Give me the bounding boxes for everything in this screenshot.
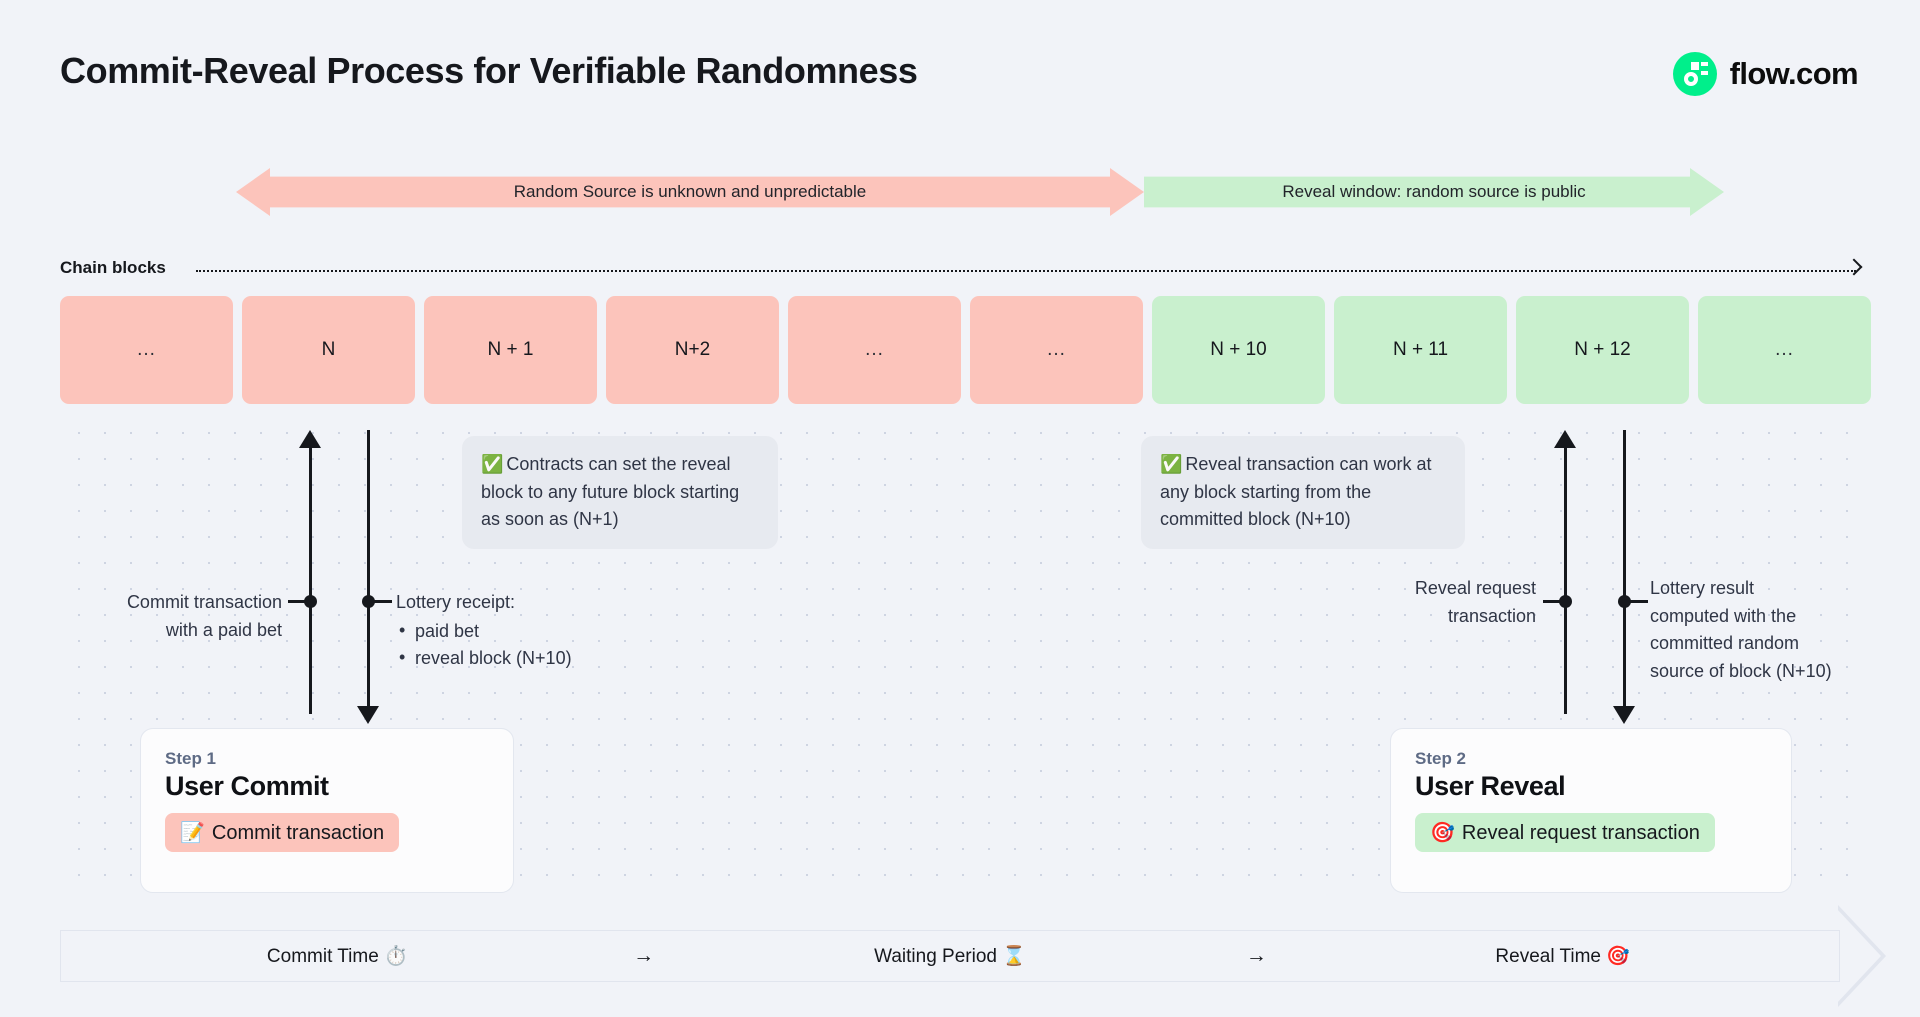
list-item: reveal block (N+10) bbox=[396, 644, 686, 673]
callout-contracts-reveal-block: ✅Contracts can set the reveal block to a… bbox=[462, 436, 778, 550]
block: N + 1 bbox=[424, 296, 597, 404]
receipt-arrow-line bbox=[367, 430, 370, 712]
annotation-reveal-request-line2: transaction bbox=[1447, 605, 1536, 626]
lottery-result-arrow-line bbox=[1623, 430, 1626, 712]
check-icon: ✅ bbox=[1160, 454, 1183, 474]
banner-unknown-source-label: Random Source is unknown and unpredictab… bbox=[513, 182, 867, 201]
commit-connector-stub bbox=[288, 600, 312, 603]
chain-blocks-label: Chain blocks bbox=[60, 258, 166, 277]
phase-separator-arrow-icon: → bbox=[1245, 944, 1267, 967]
annotation-receipt-title: Lottery receipt: bbox=[396, 592, 516, 612]
block: ... bbox=[1698, 296, 1871, 404]
callout-right-text: Reveal transaction can work at any block… bbox=[1160, 454, 1432, 530]
step-1-kicker: Step 1 bbox=[165, 749, 217, 768]
phase-commit-time: Commit Time ⏱️ bbox=[266, 946, 408, 967]
step-card-user-commit[interactable]: Step 1 User Commit 📝 Commit transaction bbox=[140, 728, 514, 893]
annotation-commit-transaction: Commit transaction with a paid bet bbox=[60, 589, 282, 644]
phase-separator-arrow-icon: → bbox=[633, 944, 655, 967]
annotation-lottery-result-line3: committed random bbox=[1650, 633, 1800, 654]
annotation-reveal-request: Reveal request transaction bbox=[1318, 575, 1536, 630]
annotation-lottery-result-line4: source of block (N+10) bbox=[1650, 660, 1832, 681]
lottery-result-arrow-down-icon bbox=[1613, 706, 1635, 724]
block: N + 11 bbox=[1334, 296, 1507, 404]
phase-timeline-bar: Commit Time ⏱️ → Waiting Period ⌛ → Reve… bbox=[60, 930, 1840, 982]
commit-transaction-pill-label: Commit transaction bbox=[211, 822, 385, 844]
banner-reveal-window-label: Reveal window: random source is public bbox=[1282, 182, 1586, 201]
banner-unknown-source: Random Source is unknown and unpredictab… bbox=[236, 168, 1144, 216]
flow-logo-icon bbox=[1672, 52, 1717, 96]
phase-reveal-time: Reveal Time 🎯 bbox=[1495, 946, 1630, 967]
callout-left-text: Contracts can set the reveal block to an… bbox=[481, 454, 740, 530]
reveal-request-transaction-pill[interactable]: 🎯 Reveal request transaction bbox=[1415, 813, 1715, 852]
block: N + 10 bbox=[1152, 296, 1325, 404]
chain-axis-arrow-icon bbox=[1845, 258, 1863, 276]
lottery-result-node-dot bbox=[1618, 595, 1631, 608]
reveal-request-node-dot bbox=[1559, 595, 1572, 608]
annotation-lottery-receipt: Lottery receipt: paid bet reveal block (… bbox=[396, 589, 686, 673]
block: N bbox=[242, 296, 415, 404]
commit-node-dot bbox=[304, 595, 317, 608]
receipt-connector-stub bbox=[368, 600, 392, 603]
step-2-kicker: Step 2 bbox=[1415, 749, 1467, 768]
receipt-arrow-down-icon bbox=[357, 706, 379, 724]
block: N + 12 bbox=[1516, 296, 1689, 404]
phase-waiting-period: Waiting Period ⌛ bbox=[874, 946, 1026, 967]
target-icon: 🎯 bbox=[1430, 822, 1455, 844]
reveal-request-arrow-line bbox=[1564, 448, 1567, 714]
annotation-reveal-request-line1: Reveal request bbox=[1414, 578, 1536, 598]
block: ... bbox=[60, 296, 233, 404]
annotation-receipt-list: paid bet reveal block (N+10) bbox=[396, 617, 686, 673]
annotation-lottery-result-line2: computed with the bbox=[1650, 605, 1797, 626]
annotation-lottery-result-line1: Lottery result bbox=[1650, 578, 1755, 598]
step-card-user-reveal[interactable]: Step 2 User Reveal 🎯 Reveal request trans… bbox=[1390, 728, 1792, 893]
step-1-title: User Commit bbox=[165, 771, 329, 801]
chain-blocks-row: ... N N + 1 N+2 ... ... N + 10 N + 11 N … bbox=[60, 296, 1871, 404]
annotation-lottery-result: Lottery result computed with the committ… bbox=[1650, 575, 1890, 685]
receipt-node-dot bbox=[362, 595, 375, 608]
reveal-request-transaction-pill-label: Reveal request transaction bbox=[1461, 822, 1700, 844]
block: N+2 bbox=[606, 296, 779, 404]
block: ... bbox=[788, 296, 961, 404]
reveal-request-arrow-up-icon bbox=[1554, 430, 1576, 448]
brand-name: flow.com bbox=[1729, 56, 1859, 91]
list-item: paid bet bbox=[396, 617, 686, 646]
annotation-commit-line2: with a paid bet bbox=[165, 619, 282, 640]
block: ... bbox=[970, 296, 1143, 404]
check-icon: ✅ bbox=[481, 454, 504, 474]
commit-transaction-pill[interactable]: 📝 Commit transaction bbox=[165, 813, 400, 852]
banner-reveal-window: Reveal window: random source is public bbox=[1144, 168, 1724, 216]
timeline-arrow-inner-icon bbox=[1836, 908, 1881, 1004]
brand-logo: flow.com bbox=[1672, 52, 1859, 96]
chain-axis-line bbox=[196, 270, 1856, 272]
callout-reveal-transaction-window: ✅Reveal transaction can work at any bloc… bbox=[1141, 436, 1465, 550]
annotation-commit-line1: Commit transaction bbox=[126, 592, 282, 612]
commit-arrow-up-icon bbox=[299, 430, 321, 448]
page-title: Commit-Reveal Process for Verifiable Ran… bbox=[60, 50, 918, 91]
reveal-request-connector-stub bbox=[1543, 600, 1567, 603]
lottery-result-connector-stub bbox=[1624, 600, 1648, 603]
commit-arrow-line bbox=[309, 448, 312, 714]
step-2-title: User Reveal bbox=[1415, 771, 1566, 801]
memo-icon: 📝 bbox=[180, 822, 205, 844]
